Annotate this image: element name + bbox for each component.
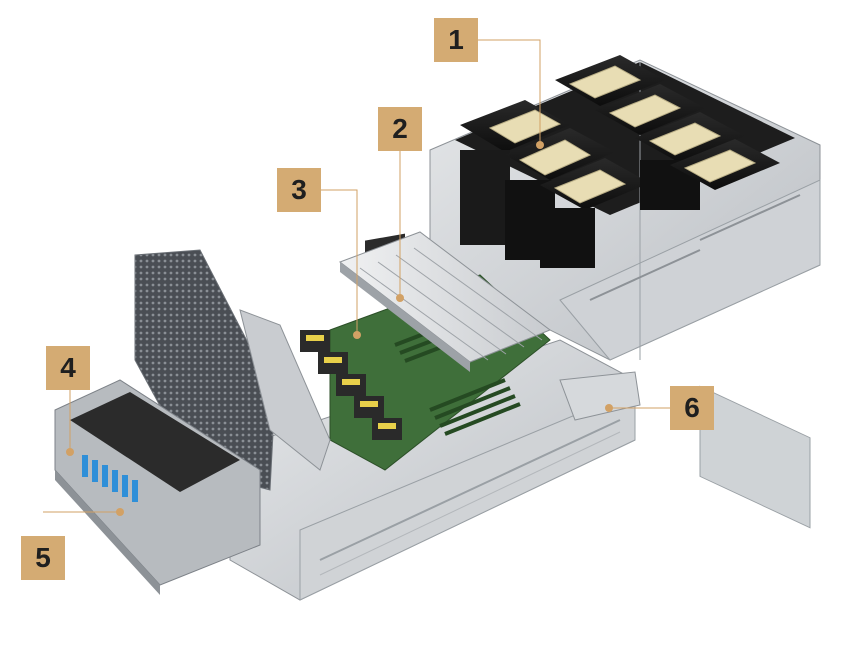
leader-line-3 bbox=[321, 189, 358, 335]
gpu-module-icon bbox=[460, 100, 570, 245]
gpu-module-icon bbox=[595, 84, 705, 135]
callout-1: 1 bbox=[434, 18, 478, 62]
callout-3: 3 bbox=[277, 168, 321, 212]
fan-module-icon bbox=[354, 396, 384, 418]
callout-5: 5 bbox=[21, 536, 65, 580]
leader-lines bbox=[43, 39, 670, 513]
fan-module-icon bbox=[336, 374, 366, 396]
gpu-modules bbox=[460, 55, 780, 268]
leader-dots bbox=[66, 141, 613, 516]
dimm-slots bbox=[394, 320, 521, 436]
callout-4: 4 bbox=[46, 346, 90, 390]
gpu-module-icon bbox=[555, 55, 665, 106]
callout-2: 2 bbox=[378, 107, 422, 151]
drive-slots bbox=[82, 455, 138, 502]
gpu-module-icon bbox=[540, 158, 650, 268]
storage-bay-icon bbox=[54, 379, 261, 595]
fan-modules bbox=[300, 330, 402, 440]
fan-module-icon bbox=[318, 352, 348, 374]
fan-module-icon bbox=[372, 418, 402, 440]
leader-line-1 bbox=[476, 39, 541, 145]
callout-6: 6 bbox=[670, 386, 714, 430]
front-cage bbox=[134, 249, 331, 491]
main-tray bbox=[229, 339, 636, 601]
heatsink-icon bbox=[338, 231, 552, 372]
gpu-module-icon bbox=[670, 139, 780, 190]
fan-module-icon bbox=[300, 330, 330, 352]
